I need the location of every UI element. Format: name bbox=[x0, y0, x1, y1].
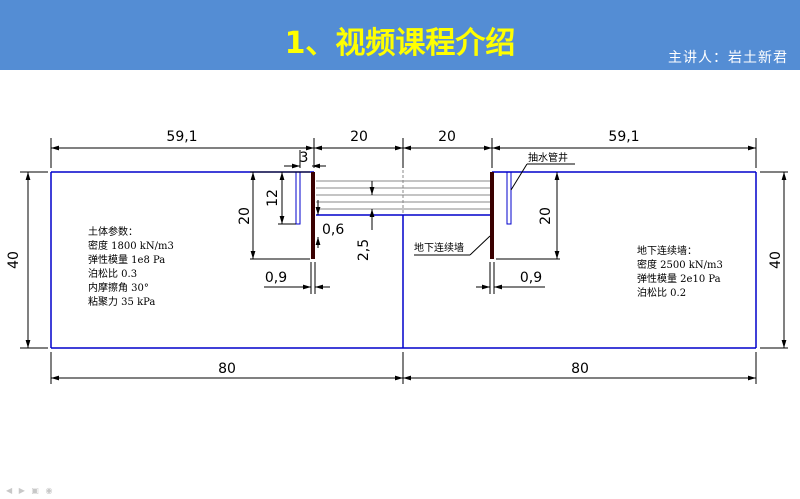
soil-param-line: 粘聚力 35 kPa bbox=[88, 295, 155, 308]
dim-left-wall-depth: 20 bbox=[237, 207, 253, 225]
slide-navigation-icons[interactable]: ◀ ▶ ▣ ◉ bbox=[6, 486, 55, 495]
title-banner: 1、视频课程介绍 主讲人：岩土新君 bbox=[0, 0, 800, 70]
dim-left-wall-thickness: 0,9 bbox=[265, 270, 287, 286]
wall-param-line: 泊松比 0.2 bbox=[637, 286, 686, 299]
dim-left-pit-depth: 12 bbox=[265, 189, 281, 207]
wall-parameters: 地下连续墙： 密度 2500 kN/m3 弹性模量 2e10 Pa 泊松比 0.… bbox=[637, 244, 723, 299]
bottom-dimension-lines bbox=[50, 352, 757, 384]
dim-model-height-right: 40 bbox=[768, 251, 784, 269]
dim-right-wall-thickness: 0,9 bbox=[520, 270, 542, 286]
dim-strut-gap: 3 bbox=[300, 150, 309, 166]
left-vertical-dims bbox=[250, 171, 321, 260]
top-dimension-lines bbox=[50, 138, 757, 169]
dim-bottom-right: 80 bbox=[571, 361, 589, 377]
label-leaders bbox=[414, 163, 575, 256]
soil-params-heading: 土体参数： bbox=[88, 225, 138, 238]
dim-bottom-left: 80 bbox=[218, 361, 236, 377]
dim-center-left: 20 bbox=[350, 129, 368, 145]
dim-left-top: 59,1 bbox=[166, 129, 197, 145]
soil-param-line: 弹性模量 1e8 Pa bbox=[88, 253, 165, 266]
wall-param-line: 弹性模量 2e10 Pa bbox=[637, 272, 721, 285]
dim-right-wall-depth: 20 bbox=[538, 207, 554, 225]
wall-params-heading: 地下连续墙： bbox=[637, 244, 697, 257]
presenter-label: 主讲人：岩土新君 bbox=[668, 50, 788, 66]
dim-right-top: 59,1 bbox=[608, 129, 639, 145]
page-title: 1、视频课程介绍 bbox=[284, 26, 516, 61]
pump-well-label: 抽水管井 bbox=[528, 151, 568, 164]
dim-level-step: 2,5 bbox=[356, 239, 372, 261]
dim-strut-offset: 0,6 bbox=[322, 222, 344, 238]
right-diaphragm-wall bbox=[490, 172, 494, 259]
soil-parameters: 土体参数： 密度 1800 kN/m3 弹性模量 1e8 Pa 泊松比 0.3 … bbox=[88, 225, 174, 308]
dim-model-height-left: 40 bbox=[6, 251, 22, 269]
left-diaphragm-wall bbox=[311, 172, 315, 259]
soil-param-line: 内摩擦角 30° bbox=[88, 281, 149, 294]
soil-param-line: 泊松比 0.3 bbox=[88, 267, 137, 280]
dim-center-right: 20 bbox=[438, 129, 456, 145]
wall-thickness-dims bbox=[264, 262, 545, 294]
model-height-dims bbox=[20, 171, 788, 349]
wall-param-line: 密度 2500 kN/m3 bbox=[637, 258, 723, 271]
soil-param-line: 密度 1800 kN/m3 bbox=[88, 239, 174, 252]
diaphragm-wall-label: 地下连续墙 bbox=[414, 241, 464, 254]
right-vertical-dims bbox=[496, 172, 560, 260]
